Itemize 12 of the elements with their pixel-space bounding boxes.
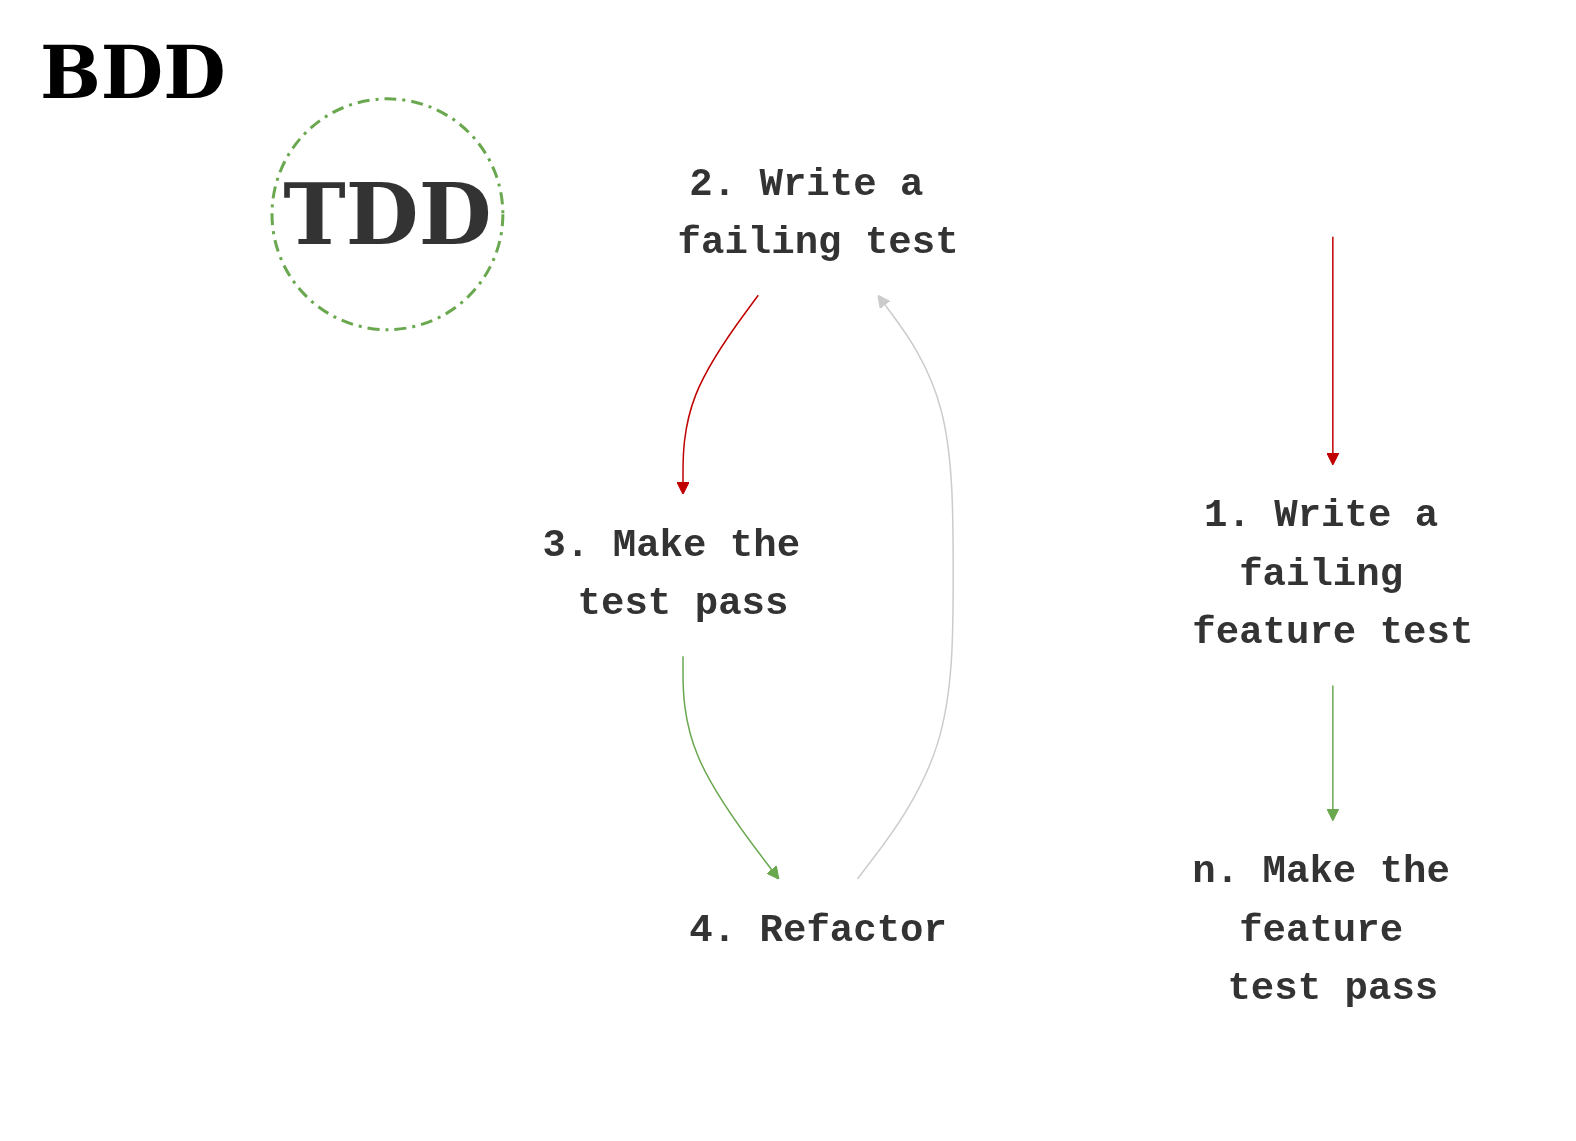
node-circle: TDD	[270, 97, 505, 332]
node-text: 2. Write a failing test	[677, 161, 959, 266]
node-text: n. Make the feature test pass	[1192, 849, 1450, 1012]
arrow	[856, 294, 954, 880]
node-text: 4. Refactor	[689, 907, 947, 953]
arrow	[1326, 236, 1340, 466]
arrow	[676, 294, 759, 495]
arrow	[682, 655, 780, 880]
arrow	[1326, 684, 1340, 822]
node-text: 1. Write a failing feature test	[1192, 493, 1474, 656]
node-text: 3. Make the test pass	[542, 522, 801, 627]
diagram-label: BDD	[40, 30, 226, 115]
